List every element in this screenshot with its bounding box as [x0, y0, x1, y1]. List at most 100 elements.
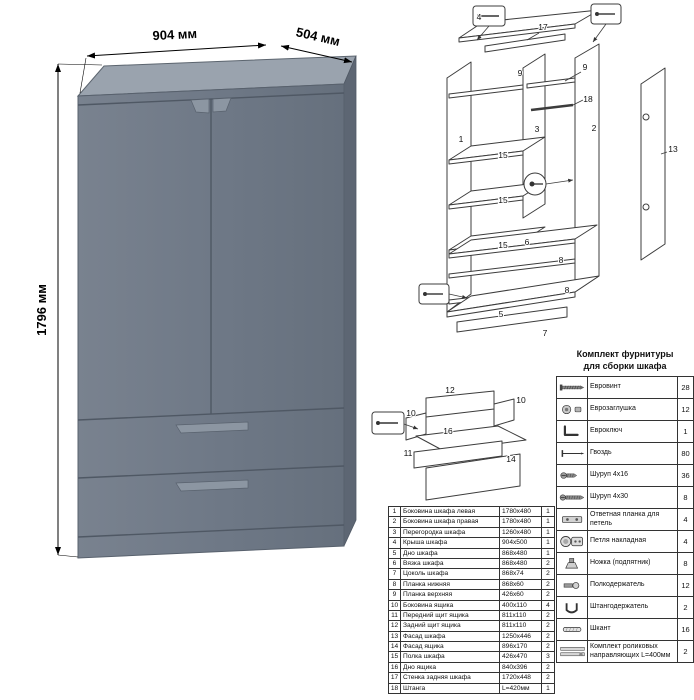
part-callout: 8: [565, 285, 570, 295]
hardware-kit-title-line1: Комплект фурнитуры: [576, 349, 674, 359]
parts-cell-qty: 2: [546, 663, 550, 671]
parts-cell-size: 1720x448: [500, 673, 542, 683]
hinge-cup: [642, 113, 650, 121]
parts-cell-name: Боковина ящика: [401, 600, 500, 610]
parts-cell-num: 15: [389, 652, 401, 662]
hinge-cup: [642, 203, 650, 211]
parts-cell-num: 18: [389, 683, 401, 694]
parts-cell-qty: 1: [546, 508, 550, 515]
hardware-item-qty: 80: [681, 449, 690, 458]
parts-cell-name: Перегородка шкафа: [401, 527, 500, 538]
part-bottom-panel-edge: [446, 291, 576, 318]
parts-cell-name: Дно шкафа: [401, 548, 500, 558]
part-door: [640, 67, 666, 261]
callout-leaders: [526, 32, 668, 155]
parts-cell-num: 14: [389, 642, 401, 652]
hardware-item-qty: 36: [681, 471, 690, 480]
parts-cell-name: Крыша шкафа: [401, 538, 500, 548]
parts-cell-size: 1250x446: [500, 631, 542, 642]
screw-detail-box: [418, 283, 468, 305]
parts-cell-size: L=420мм: [500, 683, 542, 694]
parts-cell-qty: 2: [546, 559, 550, 567]
rod-holder-icon: [557, 597, 588, 618]
part-callout: 10: [516, 395, 526, 405]
parts-cell-qty: 1: [546, 684, 550, 692]
part-drawer-side: [493, 398, 515, 427]
hinge-detail-circle: [523, 172, 574, 196]
parts-cell-qty: 2: [546, 643, 550, 651]
parts-cell-num: 5: [389, 548, 401, 558]
parts-cell-num: 9: [389, 590, 401, 600]
part-callout: 7: [543, 328, 548, 338]
parts-cell-size: 896x170: [500, 642, 542, 652]
nail-icon: [557, 443, 588, 464]
part-callout: 12: [445, 385, 455, 395]
hardware-item-qty: 4: [683, 515, 688, 524]
wardrobe-render: 1796 мм 904 мм 504 мм: [34, 24, 357, 559]
height-dimension-label: 1796 мм: [34, 284, 49, 336]
part-back-panel: [484, 33, 566, 53]
hardware-row: Ножка (подпятник) 8: [557, 553, 693, 575]
parts-cell-qty: 2: [546, 591, 550, 599]
hardware-item-name: Гвоздь: [588, 443, 678, 464]
parts-cell-num: 2: [389, 517, 401, 527]
hex-key-icon: [557, 421, 588, 442]
drawer-callouts: 12 10 10 16 11 14: [403, 384, 527, 465]
parts-cell-num: 3: [389, 527, 401, 538]
hardware-item-qty: 2: [683, 647, 688, 656]
hardware-item-qty: 8: [683, 493, 688, 502]
depth-dimension-label: 504 мм: [295, 24, 342, 49]
parts-cell-qty: 1: [546, 549, 550, 557]
part-top-rail-left: [448, 84, 524, 99]
parts-cell-name: Фасад ящика: [401, 642, 500, 652]
part-callout: 18: [583, 94, 593, 104]
part-top-panel-edge: [458, 23, 576, 43]
parts-cell-num: 13: [389, 631, 401, 642]
screw-detail-box: [371, 411, 419, 435]
parts-cell-num: 16: [389, 662, 401, 673]
screw-small-icon: [557, 465, 588, 486]
hardware-item-qty: 8: [683, 559, 688, 568]
part-callout: 14: [506, 454, 516, 464]
parts-cell-num: 12: [389, 621, 401, 631]
drawer-rails-icon: [557, 641, 588, 662]
part-callout: 16: [443, 426, 453, 436]
width-dimension-label: 904 мм: [152, 26, 197, 43]
parts-cell-qty: 2: [546, 632, 550, 640]
hardware-item-name: Ножка (подпятник): [588, 553, 678, 574]
hardware-item-qty: 12: [681, 405, 690, 414]
parts-cell-size: 1780x480: [500, 517, 542, 527]
hardware-detail-boxes: [418, 3, 622, 305]
hardware-item-qty: 2: [683, 603, 688, 612]
parts-cell-size: 868x480: [500, 548, 542, 558]
part-drawer-back: [425, 390, 495, 418]
hardware-item-name: Еврозаглушка: [588, 399, 678, 420]
parts-cell-size: 868x60: [500, 579, 542, 590]
part-callout: 5: [499, 309, 504, 319]
screw-detail-box: [472, 5, 506, 41]
confirmat-screw-icon: [557, 377, 588, 398]
parts-cell-name: Вязка шкафа: [401, 558, 500, 569]
hardware-item-qty: 28: [681, 383, 690, 392]
parts-cell-num: 1: [389, 507, 401, 517]
parts-cell-name: Фасад шкафа: [401, 631, 500, 642]
